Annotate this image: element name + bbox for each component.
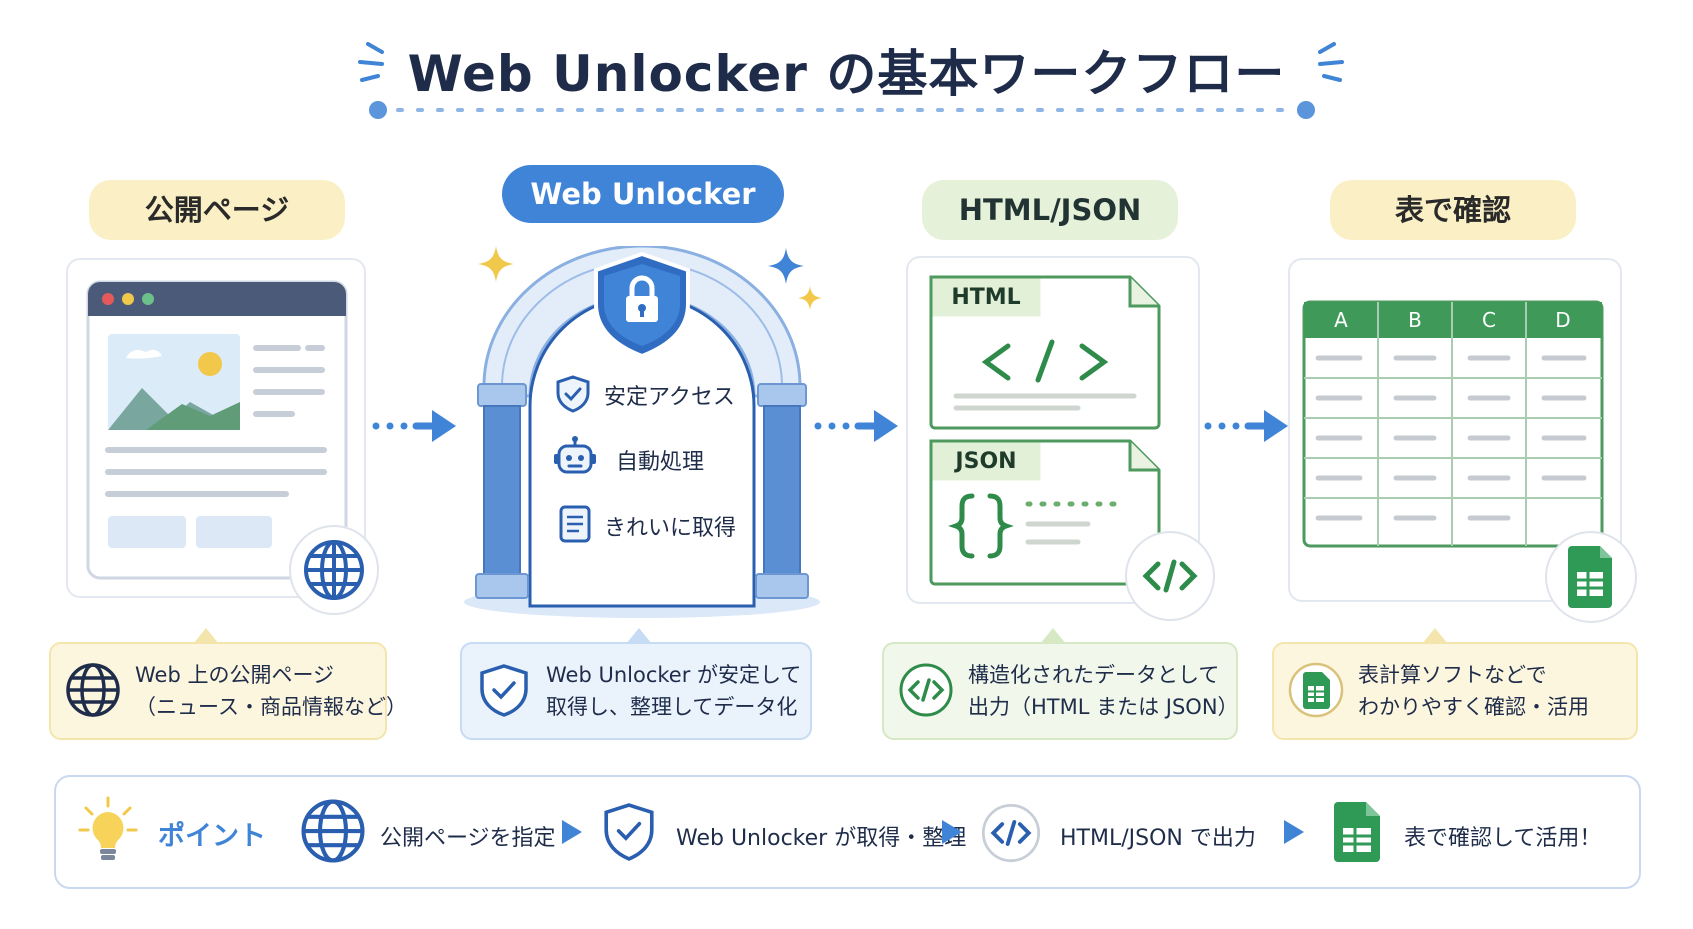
code-icon [899, 663, 953, 717]
flow-arrow-1-icon [372, 410, 456, 442]
globe-icon [66, 663, 120, 717]
desc-caret-3 [1040, 628, 1066, 644]
step-label-table-check: 表で確認 [1330, 180, 1576, 240]
step-label-web-unlocker: Web Unlocker [502, 165, 784, 223]
globe-badge-icon [289, 525, 379, 615]
column-header-b: B [1408, 308, 1422, 332]
flow-arrow-2-icon [814, 410, 898, 442]
point-shield-icon [604, 803, 654, 861]
desc-caret-1 [193, 628, 219, 644]
public-page-desc-line1: Web 上の公開ページ [135, 663, 335, 687]
table-check-desc-line1: 表計算ソフトなどで [1358, 663, 1547, 687]
html-document-illustration [929, 275, 1161, 430]
point-label: ポイント [158, 821, 266, 852]
shield-check-icon [556, 375, 590, 413]
shield-check-desc-icon [480, 664, 528, 717]
browser-window-illustration [86, 280, 348, 580]
table-check-description: 表計算ソフトなどで わかりやすく確認・活用 [1272, 642, 1638, 740]
html-json-desc-line2: 出力（HTML または JSON） [968, 695, 1239, 719]
json-tag: JSON [955, 449, 1017, 474]
point-arrow-1-icon [562, 820, 582, 844]
table-check-desc-line2: わかりやすく確認・活用 [1358, 695, 1589, 719]
point-code-icon [981, 803, 1041, 863]
public-page-description: Web 上の公開ページ （ニュース・商品情報など） [49, 642, 407, 740]
lightbulb-icon [78, 796, 138, 860]
sparkle-left-icon [478, 246, 514, 282]
sheets-desc-icon [1288, 662, 1344, 718]
point-item-unlocker: Web Unlocker が取得・整理 [676, 826, 967, 851]
column-header-c: C [1482, 308, 1496, 332]
title-sparkle-left-icon [358, 42, 384, 82]
unlocker-gate-illustration [464, 246, 820, 618]
point-arrow-2-icon [942, 820, 962, 844]
public-page-desc-line2: （ニュース・商品情報など） [135, 695, 407, 719]
feature-stable-access: 安定アクセス [604, 385, 735, 410]
point-sheets-icon [1334, 802, 1380, 862]
title-dotted-divider [369, 101, 1315, 119]
sheets-badge-icon [1545, 531, 1637, 623]
feature-auto-processing: 自動処理 [616, 450, 705, 475]
document-icon [559, 505, 591, 543]
desc-caret-4 [1422, 628, 1448, 644]
html-json-description: 構造化されたデータとして 出力（HTML または JSON） [882, 642, 1239, 740]
web-unlocker-description: Web Unlocker が安定して 取得し、整理してデータ化 [460, 642, 812, 740]
flow-arrow-3-icon [1204, 410, 1288, 442]
sparkle-right-icon [768, 248, 804, 284]
step-label-public-page: 公開ページ [89, 180, 345, 240]
page-title: Web Unlocker の基本ワークフロー [407, 45, 1286, 103]
point-globe-icon [301, 799, 365, 863]
column-header-d: D [1555, 308, 1571, 332]
web-unlocker-desc-line1: Web Unlocker が安定して [546, 663, 802, 687]
sparkle-small-icon [798, 286, 822, 310]
step-label-html-json: HTML/JSON [922, 180, 1178, 240]
feature-clean-extraction: きれいに取得 [604, 516, 737, 541]
web-unlocker-desc-line2: 取得し、整理してデータ化 [546, 695, 798, 719]
html-tag: HTML [951, 285, 1021, 310]
spreadsheet-illustration [1302, 300, 1604, 548]
desc-caret-2 [626, 628, 652, 644]
code-badge-icon [1125, 531, 1215, 621]
title-sparkle-right-icon [1318, 42, 1344, 82]
robot-icon [554, 436, 596, 474]
point-arrow-3-icon [1284, 820, 1304, 844]
point-item-specify-page: 公開ページを指定 [380, 826, 556, 851]
point-item-use-table: 表で確認して活用！ [1404, 826, 1602, 851]
json-document-illustration [929, 439, 1161, 586]
column-header-a: A [1334, 308, 1348, 332]
point-item-output: HTML/JSON で出力 [1060, 826, 1256, 851]
html-json-desc-line1: 構造化されたデータとして [968, 663, 1220, 687]
